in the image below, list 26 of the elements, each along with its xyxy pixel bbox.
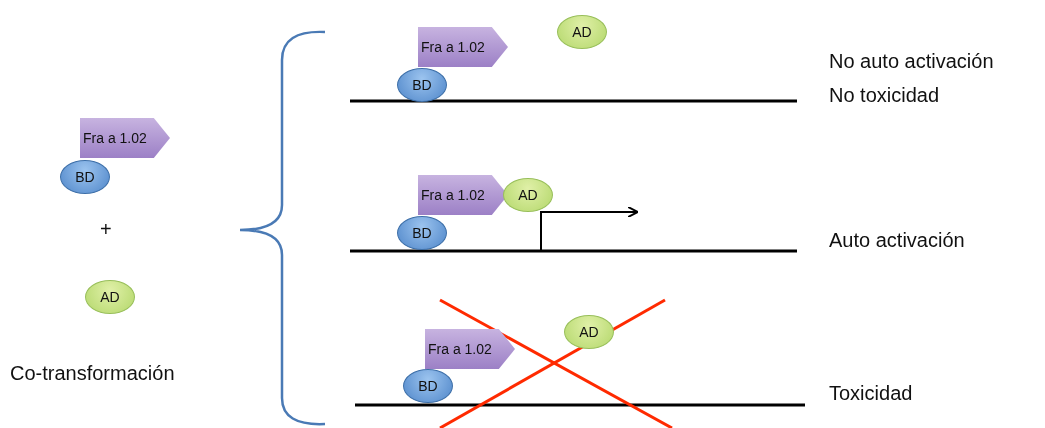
node-label: BD bbox=[418, 378, 438, 394]
bd-domain-ellipse bbox=[60, 160, 110, 194]
outcome-label: No auto activación bbox=[829, 50, 994, 73]
node-label: BD bbox=[412, 77, 432, 93]
outcome-label: Toxicidad bbox=[829, 382, 913, 405]
node-label: Fra a 1.02 bbox=[83, 130, 147, 146]
bd-domain-ellipse bbox=[397, 216, 447, 250]
node-label: BD bbox=[75, 169, 95, 185]
outcome-label: Auto activación bbox=[829, 229, 965, 252]
plus-sign: + bbox=[100, 218, 112, 241]
node-label: Fra a 1.02 bbox=[421, 39, 485, 55]
bd-domain-ellipse bbox=[403, 369, 453, 403]
node-label: Fra a 1.02 bbox=[428, 341, 492, 357]
bd-domain-ellipse bbox=[397, 68, 447, 102]
ad-domain-ellipse bbox=[557, 15, 607, 49]
node-label: Fra a 1.02 bbox=[421, 187, 485, 203]
node-label: BD bbox=[412, 225, 432, 241]
outcome-label: No toxicidad bbox=[829, 84, 940, 107]
ad-domain-ellipse bbox=[564, 315, 614, 349]
node-label: AD bbox=[100, 289, 120, 305]
caption-text: Co-transformación bbox=[10, 362, 175, 385]
ad-domain-ellipse bbox=[503, 178, 553, 212]
node-label: AD bbox=[572, 24, 592, 40]
node-label: AD bbox=[518, 187, 538, 203]
ad-domain-ellipse bbox=[85, 280, 135, 314]
node-label: AD bbox=[579, 324, 599, 340]
